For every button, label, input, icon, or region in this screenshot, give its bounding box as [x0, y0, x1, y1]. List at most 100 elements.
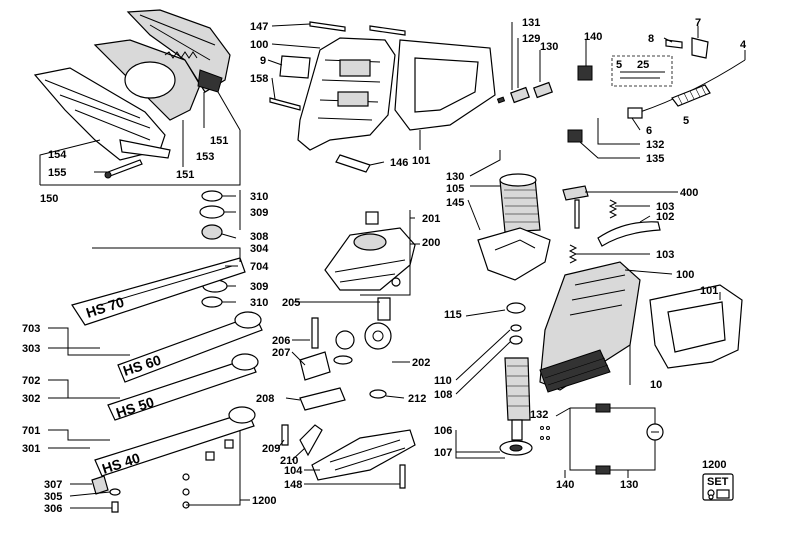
part-label: 301 — [22, 443, 40, 455]
fan-housing-145 — [477, 227, 551, 281]
part-label: 25 — [637, 59, 649, 71]
part-label: 308 — [250, 231, 268, 243]
part-label: 115 — [444, 309, 462, 321]
part-label: 107 — [434, 447, 452, 459]
part-label: 200 — [422, 237, 440, 249]
part-label: 132 — [646, 139, 664, 151]
part-label: 130 — [446, 171, 464, 183]
clip-207 — [299, 351, 331, 381]
part-label: 7 — [695, 17, 701, 29]
cable-clamp-7 — [691, 37, 709, 59]
part-label: 129 — [522, 33, 540, 45]
part-label: 10 — [650, 379, 662, 391]
gear-housing-assembly — [281, 211, 416, 489]
part-label: 309 — [250, 207, 268, 219]
part-label: 306 — [44, 503, 62, 515]
part-label: 108 — [434, 389, 452, 401]
part-label: 307 — [44, 479, 62, 491]
part-label: 153 — [196, 151, 214, 163]
plate-208 — [299, 387, 346, 411]
part-label: 9 — [260, 55, 266, 67]
part-label: 212 — [408, 393, 426, 405]
part-label: 102 — [656, 211, 674, 223]
part-label: 704 — [250, 261, 269, 273]
label-plate-part — [279, 55, 311, 79]
part-label: 132 — [530, 409, 548, 421]
part-label: 103 — [656, 201, 674, 213]
blade-hs40 — [94, 411, 255, 477]
switch-140 — [577, 65, 593, 81]
part-label: 140 — [584, 31, 602, 43]
assembled-housing — [539, 261, 743, 393]
part-label: 201 — [422, 213, 440, 225]
gear-small — [335, 330, 355, 350]
part-label: 6 — [646, 125, 652, 137]
housing-half-assembly — [269, 21, 496, 173]
part-label: 105 — [446, 183, 464, 195]
blades-assembly — [71, 190, 263, 513]
part-label: 302 — [22, 393, 40, 405]
part-label: 110 — [434, 375, 452, 387]
set-badge: SET — [702, 473, 734, 501]
part-label: 1200 — [252, 495, 276, 507]
part-label: 101 — [700, 285, 718, 297]
base-plate-104 — [311, 429, 416, 481]
part-label: 104 — [284, 465, 303, 477]
blade-guard-assembly — [33, 9, 231, 179]
part-label: 8 — [648, 33, 654, 45]
part-number-labels: 147 100 9 158 131 129 130 140 8 7 4 5 25… — [22, 17, 747, 515]
part-label: 151 — [210, 135, 228, 147]
part-label: 400 — [680, 187, 698, 199]
part-label: 101 — [412, 155, 430, 167]
part-label: 147 — [250, 21, 268, 33]
armature-106 — [504, 357, 531, 421]
part-label: 154 — [48, 149, 67, 161]
part-label: 702 — [22, 375, 40, 387]
part-label: 131 — [522, 17, 540, 29]
part-label: 4 — [740, 39, 747, 51]
part-label: 106 — [434, 425, 452, 437]
part-label: 304 — [250, 243, 269, 255]
part-label: 145 — [446, 197, 464, 209]
part-label: 5 — [616, 59, 622, 71]
part-label: 155 — [48, 167, 66, 179]
part-label: 100 — [676, 269, 694, 281]
trigger-400 — [562, 185, 589, 201]
part-label: 158 — [250, 73, 268, 85]
part-label: 103 — [656, 249, 674, 261]
armature-assembly — [499, 302, 533, 456]
switch-cable-assembly — [496, 37, 746, 143]
part-label: 208 — [256, 393, 274, 405]
part-label: 146 — [390, 157, 408, 169]
lever-102 — [597, 221, 661, 247]
part-label: 148 — [284, 479, 302, 491]
part-label: 135 — [646, 153, 664, 165]
part-label: 310 — [250, 191, 268, 203]
part-label: 140 — [556, 479, 574, 491]
part-label: 305 — [44, 491, 62, 503]
part-label: 206 — [272, 335, 290, 347]
part-label: 210 — [280, 455, 298, 467]
cable-sleeve — [671, 84, 711, 107]
blade-hs60 — [117, 314, 263, 383]
part-label: 303 — [22, 343, 40, 355]
part-label: 703 — [22, 323, 40, 335]
part-label: 5 — [683, 115, 689, 127]
gear-large — [364, 322, 392, 350]
part-label: 100 — [250, 39, 268, 51]
set-badge-text: SET — [707, 476, 729, 488]
part-label: 207 — [272, 347, 290, 359]
part-label: 130 — [540, 41, 558, 53]
part-label: 1200 — [702, 459, 726, 471]
part-label: 701 — [22, 425, 40, 437]
part-label: 151 — [176, 169, 194, 181]
part-label: 309 — [250, 281, 268, 293]
pin-146 — [335, 154, 371, 173]
part-label: 205 — [282, 297, 300, 309]
part-label: 150 — [40, 193, 58, 205]
bearing-115 — [506, 302, 526, 314]
screw-155 — [107, 159, 143, 177]
part-label: 310 — [250, 297, 268, 309]
stator-assembly — [477, 173, 661, 281]
